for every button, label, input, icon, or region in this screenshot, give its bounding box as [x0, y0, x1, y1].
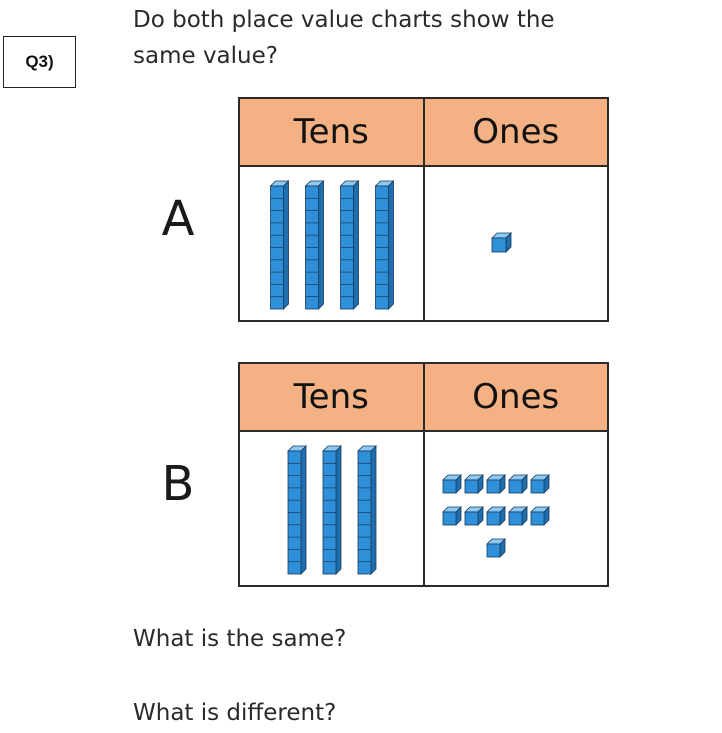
chart-b-one-cube [529, 474, 550, 494]
chart-a-tens-blocks [269, 180, 395, 310]
chart-b-one-cube [529, 506, 550, 526]
chart-a-header: Tens Ones [240, 99, 607, 167]
chart-a-label: A [161, 191, 195, 247]
chart-b-ones-blocks [441, 474, 550, 558]
place-value-chart-b: Tens Ones [238, 362, 609, 587]
chart-a-ten-rod [339, 180, 360, 310]
chart-b-one-cube [485, 538, 506, 558]
prompt-same: What is the same? [133, 626, 347, 652]
chart-b-tens-cell [240, 432, 423, 585]
chart-a-tens-cell [240, 167, 423, 320]
chart-b-tens-blocks [287, 445, 377, 575]
chart-b-header: Tens Ones [240, 364, 607, 432]
chart-b-one-cube [463, 474, 484, 494]
chart-b-one-cube [463, 506, 484, 526]
prompt-different: What is different? [133, 700, 337, 726]
chart-a-ones-cell [422, 167, 608, 320]
chart-a-ten-rod [304, 180, 325, 310]
chart-b-ones-header: Ones [422, 364, 608, 430]
chart-a-ones-header: Ones [422, 99, 608, 165]
chart-a-ten-rod [269, 180, 290, 310]
chart-b-one-cube [485, 506, 506, 526]
chart-b-label: B [161, 456, 195, 512]
question-number-box: Q3) [3, 36, 76, 88]
chart-a-tens-header: Tens [293, 112, 369, 152]
chart-b-ones-cell [422, 432, 608, 585]
chart-b-ten-rod [287, 445, 307, 575]
question-text: Do both place value charts show the same… [133, 7, 555, 69]
question-number: Q3) [25, 52, 54, 71]
chart-b-ten-rod [322, 445, 342, 575]
chart-a-ten-rod [374, 180, 395, 310]
chart-a-body [240, 167, 607, 320]
chart-b-one-cube [441, 474, 462, 494]
chart-a-ones-blocks [490, 232, 512, 253]
chart-b-tens-header: Tens [293, 377, 369, 417]
chart-b-one-cube [441, 506, 462, 526]
place-value-chart-a: Tens Ones [238, 97, 609, 322]
chart-a-one-cube [490, 232, 512, 253]
chart-b-one-cube [485, 474, 506, 494]
chart-b-body [240, 432, 607, 585]
chart-b-one-cube [507, 506, 528, 526]
chart-b-ten-rod [357, 445, 377, 575]
chart-b-one-cube [507, 474, 528, 494]
